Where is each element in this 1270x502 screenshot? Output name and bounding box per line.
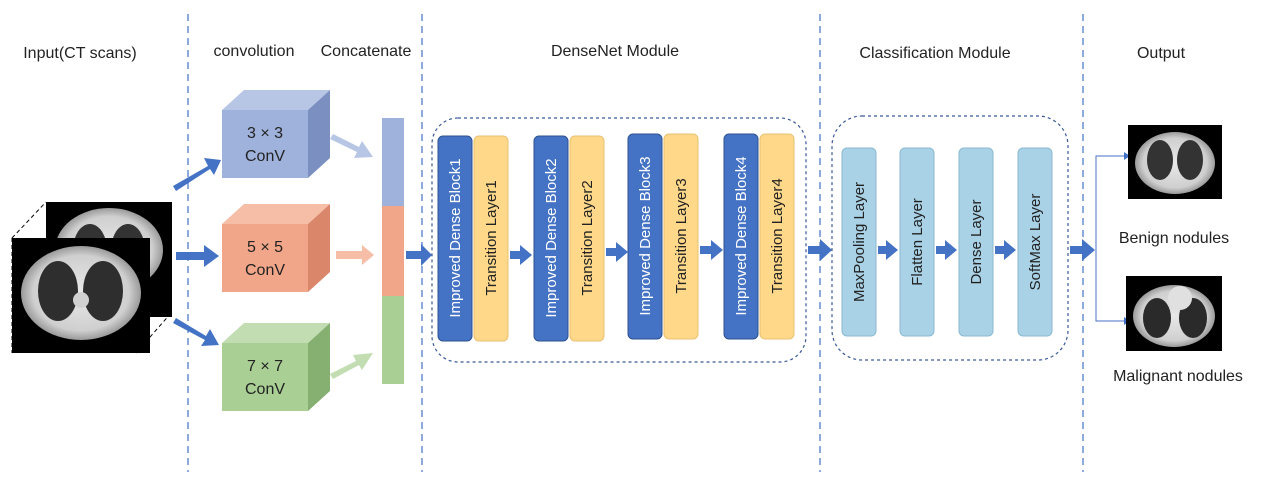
- header-output: Output: [1137, 45, 1186, 62]
- conv-type-label: ConV: [245, 262, 285, 279]
- transition-layer-label: Transition Layer2: [579, 180, 596, 295]
- layer-label: Dense Layer: [968, 199, 985, 284]
- malignant-label: Malignant nodules: [1113, 368, 1243, 385]
- conv-type-label: ConV: [245, 148, 285, 165]
- header-concatenate: Concatenate: [321, 43, 412, 60]
- classification-layer-flatten: Flatten Layer: [899, 147, 935, 337]
- classification-module-box: [831, 115, 1069, 361]
- arrow-right-icon: [330, 353, 373, 379]
- arrow-right-icon: [173, 318, 219, 346]
- conv-block-3x3: 3 × 3 ConV: [222, 90, 330, 178]
- benign-label: Benign nodules: [1119, 230, 1229, 247]
- arrow-right-icon: [510, 245, 532, 265]
- arrow-right-icon: [878, 240, 898, 260]
- classification-arrows: [878, 240, 1016, 260]
- input-ct-stack: [11, 201, 173, 354]
- arrow-right-icon: [176, 245, 219, 267]
- conv-type-label: ConV: [245, 381, 285, 398]
- dense-block-label: Improved Dense Block2: [543, 158, 560, 317]
- dense-block-2: Improved Dense Block2 Transition Layer2: [533, 135, 605, 342]
- layer-label: SoftMax Layer: [1027, 194, 1044, 291]
- arrow-right-icon: [700, 240, 723, 260]
- dense-block-4: Improved Dense Block4 Transition Layer4: [723, 133, 795, 340]
- concatenate-bar: [382, 118, 404, 384]
- input-arrows: [173, 158, 221, 346]
- header-densenet: DenseNet Module: [551, 43, 679, 60]
- transition-layer-label: Transition Layer4: [769, 178, 786, 293]
- dense-block-label: Improved Dense Block4: [733, 156, 750, 315]
- transition-layer-label: Transition Layer3: [673, 178, 690, 293]
- arrow-right-icon: [330, 134, 373, 158]
- densenet-module-box: [431, 117, 807, 363]
- arrow-right-icon: [808, 239, 832, 261]
- malignant-ct-image: [1126, 276, 1222, 351]
- dense-block-3: Improved Dense Block3 Transition Layer3: [627, 133, 699, 340]
- header-convolution: convolution: [214, 43, 295, 60]
- header-classification: Classification Module: [859, 45, 1010, 62]
- arrow-right-icon: [606, 242, 628, 262]
- classification-layer-dense: Dense Layer: [958, 147, 994, 337]
- arrow-right-icon: [173, 158, 221, 191]
- header-input: Input(CT scans): [23, 45, 137, 62]
- arrow-right-icon: [1124, 152, 1130, 160]
- conv-block-5x5: 5 × 5 ConV: [222, 204, 330, 292]
- benign-ct-image: [1128, 125, 1222, 199]
- arrow-right-icon: [936, 240, 957, 260]
- arrow-right-icon: [336, 245, 374, 265]
- dense-block-label: Improved Dense Block1: [447, 158, 464, 317]
- conv-kernel-label: 5 × 5: [247, 239, 283, 256]
- conv-kernel-label: 7 × 7: [247, 358, 283, 375]
- output-branch-lines: [1095, 155, 1124, 322]
- classification-layer-maxpooling: MaxPooling Layer: [841, 147, 877, 337]
- arrow-right-icon: [406, 244, 432, 266]
- classification-layer-softmax: SoftMax Layer: [1017, 147, 1053, 337]
- dense-block-1: Improved Dense Block1 Transition Layer1: [437, 135, 509, 342]
- arrow-right-icon: [995, 240, 1016, 260]
- layer-label: Flatten Layer: [909, 198, 926, 286]
- densenet-arrows: [510, 240, 723, 265]
- arrow-right-icon: [1070, 239, 1095, 261]
- layer-label: MaxPooling Layer: [851, 182, 868, 302]
- dense-block-label: Improved Dense Block3: [637, 156, 654, 315]
- conv-block-7x7: 7 × 7 ConV: [222, 323, 330, 411]
- transition-layer-label: Transition Layer1: [483, 180, 500, 295]
- conv-kernel-label: 3 × 3: [247, 125, 283, 142]
